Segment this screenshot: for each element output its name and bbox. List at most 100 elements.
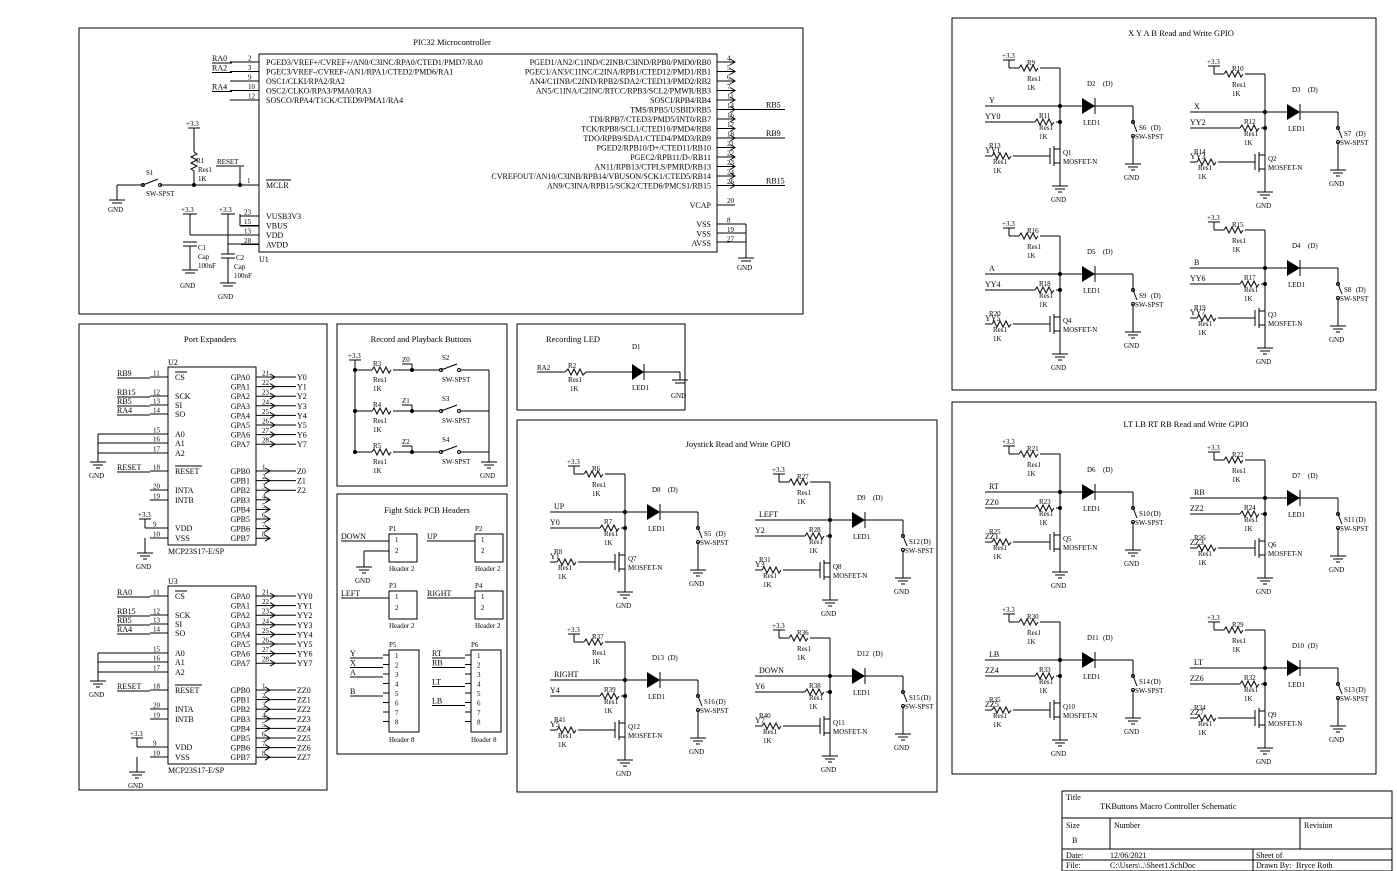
svg-text:7: 7 <box>477 709 481 717</box>
gnd-label: GND <box>355 577 370 585</box>
svg-text:1K: 1K <box>809 547 818 555</box>
svg-text:TMS/RPB5/USBID/RB5: TMS/RPB5/USBID/RB5 <box>630 106 711 115</box>
svg-text:LED1: LED1 <box>1083 287 1101 295</box>
net-label: RB5 <box>117 616 132 625</box>
svg-text:GPA5: GPA5 <box>231 640 250 649</box>
net-label: Y2 <box>755 526 765 535</box>
net-label: YY0 <box>297 592 313 601</box>
svg-text:R26: R26 <box>1194 534 1206 542</box>
svg-text:GPA0: GPA0 <box>231 373 250 382</box>
net-label: YY5 <box>985 314 1001 323</box>
svg-text:1K: 1K <box>1232 90 1241 98</box>
svg-text:23: 23 <box>262 389 270 397</box>
svg-text:S10: S10 <box>1139 510 1150 518</box>
svg-text:AN4/C1INB/C2IND/RPB2/SDA2/CTED: AN4/C1INB/C2IND/RPB2/SDA2/CTED13/PMD2/RB… <box>529 77 711 86</box>
net-label: ZZ2 <box>297 705 311 714</box>
svg-text:3: 3 <box>477 671 481 679</box>
svg-text:8: 8 <box>262 531 266 539</box>
svg-text:2: 2 <box>248 55 252 63</box>
net-label: ZZ5 <box>297 734 311 743</box>
svg-text:Res1: Res1 <box>763 728 778 736</box>
svg-text:6: 6 <box>395 700 399 708</box>
mcu-section-frame <box>78 27 804 315</box>
svg-text:28: 28 <box>262 437 270 445</box>
svg-text:GPB3: GPB3 <box>230 715 250 724</box>
net-label: RB <box>432 659 443 668</box>
svg-text:TDI/RPB7/CTED3/PMD5/INT0/RB7: TDI/RPB7/CTED3/PMD5/INT0/RB7 <box>589 115 711 124</box>
svg-text:GPB7: GPB7 <box>230 534 250 543</box>
net-label: ZZ0 <box>985 498 999 507</box>
svg-text:R32: R32 <box>1244 674 1256 682</box>
svg-text:VSS: VSS <box>175 753 190 762</box>
net-label: ZZ1 <box>297 696 311 705</box>
net-label: RESET <box>117 463 142 472</box>
svg-text:R21: R21 <box>1027 445 1039 453</box>
svg-text:Q12: Q12 <box>628 723 641 731</box>
svg-text:1K: 1K <box>570 385 579 393</box>
decoupling-caps: +3.3 GND C1 Cap 100nF +3.3 GND C2 Cap 10… <box>180 206 259 301</box>
svg-text:GPA4: GPA4 <box>231 411 250 420</box>
svg-text:23: 23 <box>262 608 270 616</box>
svg-text:SOSCO/RPA4/T1CK/CTED9/PMA1/RA4: SOSCO/RPA4/T1CK/CTED9/PMA1/RA4 <box>266 96 403 105</box>
net-label: A <box>989 264 995 273</box>
channel-LEFT: +3.3R27Res11KLEFTD9(D)LED1S12(D)SW-SPSTG… <box>755 466 934 618</box>
svg-text:(D): (D) <box>1151 678 1161 686</box>
svg-text:Cap: Cap <box>234 263 246 271</box>
net-label: Y4 <box>297 411 307 420</box>
svg-text:GPB7: GPB7 <box>230 753 250 762</box>
svg-text:Res1: Res1 <box>993 158 1008 166</box>
tb-title-label: Title <box>1066 793 1081 802</box>
svg-text:PGED1/AN2/C1IND/C2INB/C3IND/RP: PGED1/AN2/C1IND/C2INB/C3IND/RPB0/PMD0/RB… <box>530 58 711 67</box>
svg-text:Res1: Res1 <box>592 649 607 657</box>
net-label: RB15 <box>117 388 136 397</box>
svg-text:Res1: Res1 <box>604 698 619 706</box>
svg-text:1K: 1K <box>558 741 567 749</box>
svg-text:A2: A2 <box>175 449 185 458</box>
channel-X: +3.3R10Res11KXD3(D)LED1S7(D)SW-SPSTGNDYY… <box>1190 58 1369 210</box>
svg-text:(D): (D) <box>873 494 883 502</box>
svg-text:P5: P5 <box>389 641 397 649</box>
svg-text:27: 27 <box>262 427 270 435</box>
mcu-right-pin: 5PGEC1/AN3/C1INC/C2INA/RPB1/CTED12/PMD1/… <box>525 64 736 77</box>
svg-text:16: 16 <box>153 436 161 444</box>
svg-text:D11: D11 <box>1087 634 1099 642</box>
svg-text:13: 13 <box>153 617 161 625</box>
svg-text:100nF: 100nF <box>198 262 216 270</box>
power-pin: AVDD <box>266 241 288 250</box>
gnd-label: GND <box>89 691 104 699</box>
net-label: ZZ3 <box>1190 538 1204 547</box>
svg-text:GPB6: GPB6 <box>230 744 250 753</box>
svg-text:R22: R22 <box>1232 451 1244 459</box>
svg-text:R8: R8 <box>554 548 563 556</box>
svg-text:SW-SPST: SW-SPST <box>1340 139 1369 147</box>
vcc-label: +3.3 <box>1002 52 1015 60</box>
svg-text:GPA2: GPA2 <box>231 392 250 401</box>
svg-text:Header 8: Header 8 <box>471 736 497 744</box>
svg-text:17: 17 <box>727 121 735 129</box>
svg-text:Res1: Res1 <box>809 538 824 546</box>
rec-buttons-title: Record and Playback Buttons <box>371 334 472 344</box>
gnd-label: GND <box>616 770 631 778</box>
channel-RB: +3.3R22Res11KRBD7(D)LED1S11(D)SW-SPSTGND… <box>1190 444 1369 596</box>
svg-text:+3.3: +3.3 <box>181 206 194 214</box>
svg-text:P2: P2 <box>475 525 483 533</box>
svg-text:(D): (D) <box>668 654 678 662</box>
net-label: ZZ4 <box>297 724 311 733</box>
svg-text:GPA7: GPA7 <box>231 440 250 449</box>
svg-text:R30: R30 <box>1027 613 1039 621</box>
svg-text:SO: SO <box>175 629 185 638</box>
svg-text:6: 6 <box>262 731 266 739</box>
tb-drawn-label: Drawn By: <box>1256 861 1291 870</box>
tb-size-label: Size <box>1066 821 1080 830</box>
svg-text:R25: R25 <box>989 528 1001 536</box>
tb-size: B <box>1072 836 1077 845</box>
gnd-label: GND <box>128 782 143 790</box>
svg-text:MOSFET-N: MOSFET-N <box>1268 164 1302 172</box>
svg-text:1K: 1K <box>993 167 1002 175</box>
svg-text:(D): (D) <box>1103 466 1113 474</box>
svg-text:Q2: Q2 <box>1268 155 1277 163</box>
svg-text:Res1: Res1 <box>993 326 1008 334</box>
